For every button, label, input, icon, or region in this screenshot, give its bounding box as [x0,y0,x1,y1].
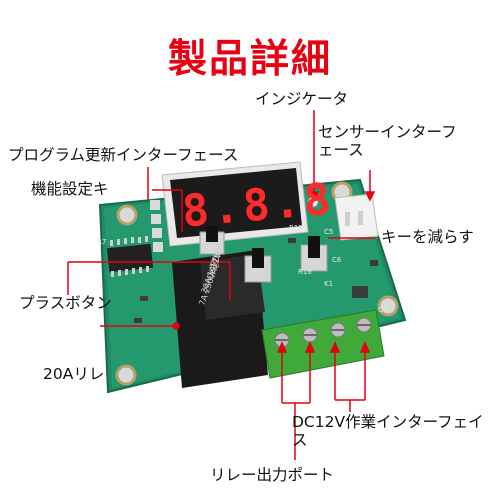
seven-segment-display [161,161,309,247]
label-function-setting: 機能設定キ [31,180,109,198]
set-button-switch [199,226,225,255]
page-title: 製品詳細 [167,37,332,82]
pcb-mark: C7 [378,306,387,314]
label-minus-key: キーを減らす [381,228,474,246]
program-header [150,200,163,252]
label-program-update: プログラム更新インターフェース [8,146,239,164]
leader-lines [67,110,376,460]
pcb-mark: K1 [324,280,333,288]
label-relay-output-port: リレー出力ポート [210,466,335,484]
smd-components [134,238,378,323]
terminal-block [261,309,385,379]
label-plus-button: プラスボタン [19,294,112,312]
pcb-mark: C5 [324,228,333,236]
pcb-mark: R16 [298,268,312,276]
pcb-mark: R15 [289,224,303,232]
plus-button-switch [244,248,272,283]
pcb-mark: C6 [332,256,342,264]
label-relay-20a: 20Aリレ [43,365,105,383]
pcb-mark: R7 [97,238,106,246]
label-sensor-interface: センサーインターフェース [318,123,457,159]
minus-button-switch [300,236,328,272]
ic-chip [106,236,154,277]
label-dc12v-interface: DC12V作業インターフェイス [292,413,484,449]
sensor-connector [334,193,379,241]
label-indicator: インジケータ [255,90,349,108]
